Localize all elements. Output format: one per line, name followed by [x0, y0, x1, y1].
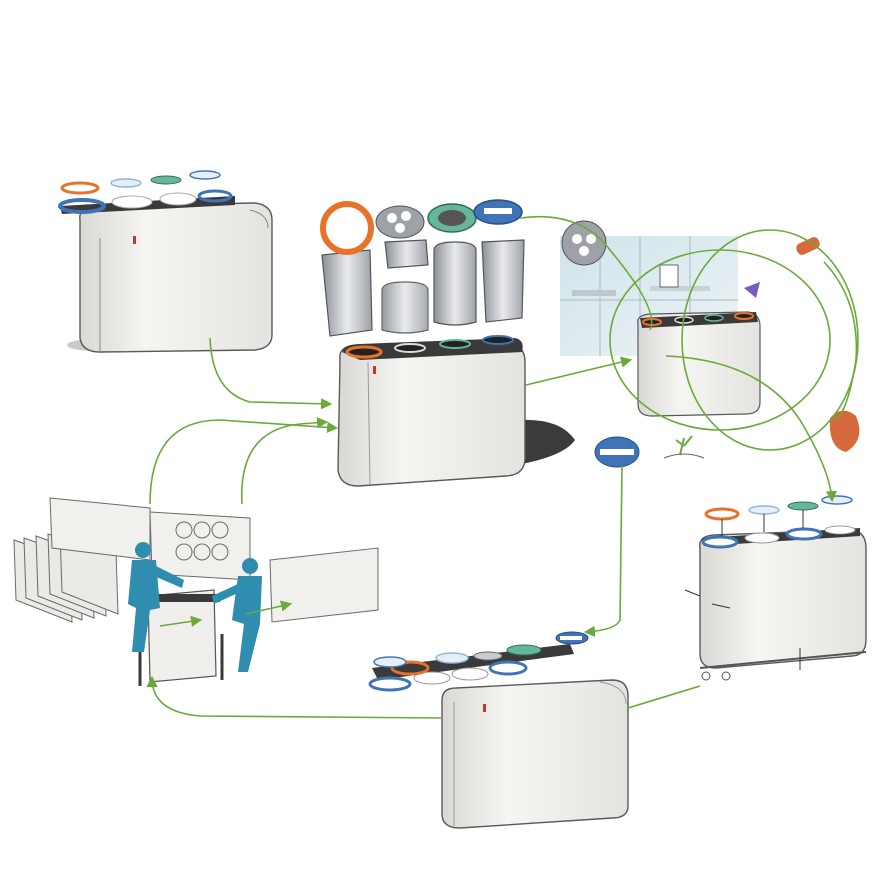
orbit-ring-3 — [823, 261, 858, 421]
ring-white — [111, 195, 153, 209]
arrow-factory-to-inserted-1 — [149, 419, 339, 505]
arrow-assembled-to-inserted — [209, 337, 333, 410]
arrow-factory-to-inserted-2 — [240, 417, 329, 505]
panel-front — [441, 679, 629, 829]
ring-orange — [60, 181, 100, 195]
arrow-flatpack-to-factory — [146, 675, 443, 719]
stage-office-use — [560, 220, 860, 468]
flow-arrows — [146, 215, 859, 719]
paper-roll-icon — [796, 237, 820, 255]
worker-right — [212, 558, 262, 672]
stage-flat-pack — [368, 631, 629, 829]
bin-body — [637, 311, 761, 417]
hand-icon — [744, 282, 760, 298]
arrow-inserted-to-office — [525, 356, 633, 386]
bin-body — [79, 202, 273, 353]
worker-left — [128, 542, 184, 652]
stage-bins-inserted — [320, 199, 575, 487]
bin-body — [699, 529, 867, 669]
arrow-lid-to-office — [519, 215, 653, 331]
stage-modules-assembled — [58, 170, 273, 353]
lid-three-hole — [561, 220, 607, 266]
lid-orange — [320, 201, 374, 255]
trash-bag-icon — [829, 410, 860, 452]
stage-disassembly — [684, 495, 867, 681]
lid-plate — [342, 338, 523, 360]
liner-3 — [433, 241, 477, 326]
exploded-arrows — [684, 510, 804, 670]
arrow-office-to-disassembly — [665, 355, 837, 503]
arrow-office-to-flatpack — [583, 465, 623, 637]
orbit-ring-1 — [681, 229, 859, 451]
workbench-bin — [147, 589, 217, 683]
stacked-panels — [13, 531, 119, 623]
liner-2 — [384, 239, 429, 269]
sprout-icon — [675, 435, 693, 456]
ring-blue — [58, 198, 106, 214]
lid-three-hole — [375, 205, 425, 239]
factory-shelves — [49, 497, 379, 623]
stage-factory-refurbish — [13, 497, 379, 686]
bin-body — [337, 341, 526, 487]
liner-1 — [321, 249, 373, 337]
orbit-ring-2 — [609, 249, 831, 431]
liner-4 — [481, 239, 525, 323]
red-tab — [133, 236, 136, 244]
arrow-disassembly-to-flatpack — [627, 685, 701, 709]
